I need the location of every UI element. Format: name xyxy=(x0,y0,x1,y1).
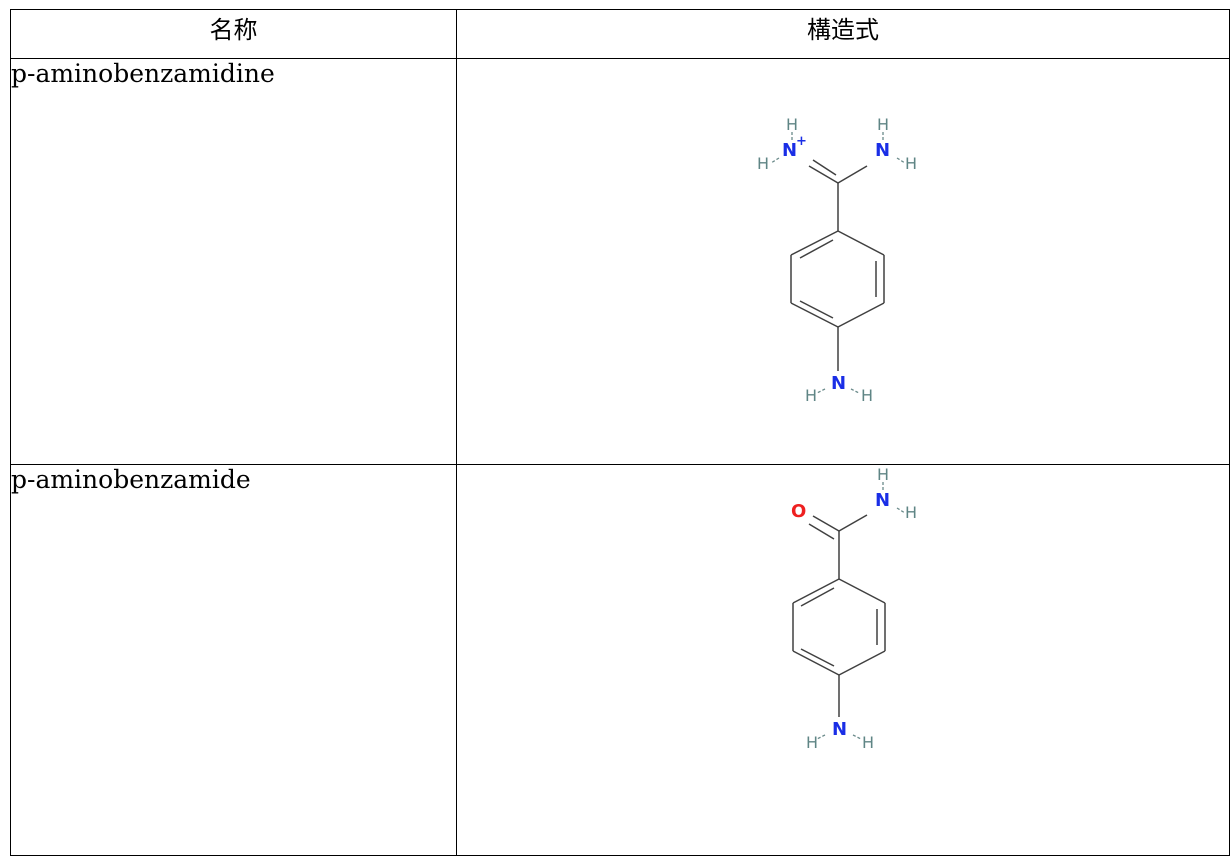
hydrogen-label: H xyxy=(862,733,874,752)
header-row: 名称 構造式 xyxy=(10,9,1230,59)
amine-nitrogen-label: N xyxy=(831,373,846,394)
nitrogen-label: N xyxy=(875,140,890,161)
nitrogen-label: N xyxy=(875,490,890,511)
hydrogen-label: H xyxy=(877,115,889,134)
hydrogen-label: H xyxy=(861,386,873,405)
oxygen-label: O xyxy=(791,501,806,522)
hydrogen-label: H xyxy=(877,465,889,484)
hydrogen-label: H xyxy=(905,503,917,522)
compound-table: 名称 構造式 p-aminobenzamidine xyxy=(10,9,1230,856)
header-structure: 構造式 xyxy=(456,9,1230,59)
table-row: p-aminobenzamide xyxy=(10,464,1230,856)
hydrogen-label: H xyxy=(805,386,817,405)
p-aminobenzamidine-structure: H N + H H N H N H H xyxy=(757,115,917,405)
benzene-ring xyxy=(792,578,886,676)
header-name: 名称 xyxy=(10,9,457,59)
charge-label: + xyxy=(796,134,807,149)
amine-nitrogen-label: N xyxy=(832,719,847,740)
nitrogen-plus-label: N xyxy=(782,140,797,161)
hydrogen-label: H xyxy=(786,115,798,134)
hydrogen-label: H xyxy=(806,733,818,752)
compound-name: p-aminobenzamide xyxy=(10,464,457,856)
structure-cell: H N + H H N H N H H xyxy=(456,58,1230,465)
structure-cell: O H N H N H H xyxy=(456,464,1230,856)
hydrogen-label: H xyxy=(757,154,769,173)
benzene-ring xyxy=(790,230,885,328)
table-row: p-aminobenzamidine xyxy=(10,58,1230,465)
compound-name: p-aminobenzamidine xyxy=(10,58,457,465)
p-aminobenzamide-structure: O H N H N H H xyxy=(791,465,917,752)
hydrogen-label: H xyxy=(905,154,917,173)
